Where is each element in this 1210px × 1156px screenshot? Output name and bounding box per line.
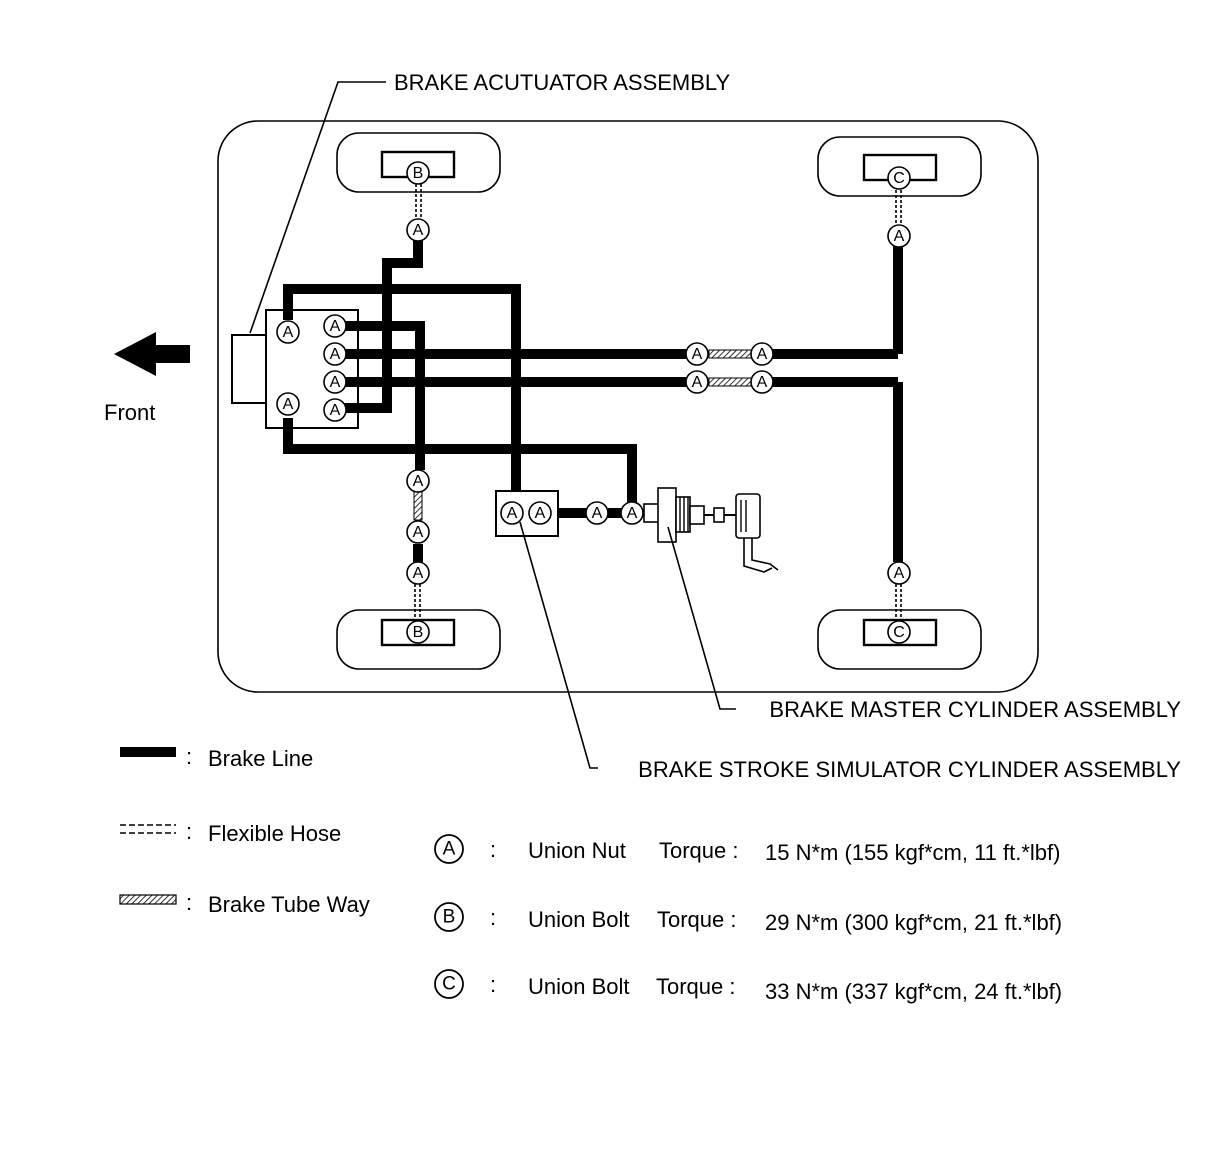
marker-a-icon: A (276, 392, 300, 416)
svg-text:A: A (413, 473, 424, 490)
brake-master-cylinder (643, 487, 736, 543)
marker-a-icon: A (685, 342, 709, 366)
svg-text:A: A (894, 565, 905, 582)
label-brake-stroke-simulator-cylinder-assembly: BRAKE STROKE SIMULATOR CYLINDER ASSEMBLY (638, 757, 1181, 782)
torque-mark: C (442, 974, 456, 995)
torque-fastener-type: Union Nut (528, 838, 626, 863)
marker-c-icon: C (887, 620, 911, 644)
marker-b-icon (434, 902, 464, 932)
label-brake-actuator-assembly: BRAKE ACUTUATOR ASSEMBLY (394, 70, 731, 95)
marker-a-icon: A (500, 501, 524, 525)
svg-text:A: A (757, 374, 768, 391)
legend-item-brake-tube-way: : Brake Tube Way (119, 890, 370, 917)
marker-a-icon (434, 834, 464, 864)
svg-text:A: A (330, 318, 341, 335)
marker-a-icon: A (750, 370, 774, 394)
torque-value: 29 N*m (300 kgf*cm, 21 ft.*lbf) (765, 910, 1062, 935)
marker-a-icon: A (406, 218, 430, 242)
svg-text:C: C (893, 170, 905, 187)
torque-row-b: B : Union Bolt Torque : 29 N*m (300 kgf*… (434, 902, 1062, 935)
svg-text:A: A (413, 524, 424, 541)
torque-label: Torque : (656, 974, 736, 999)
marker-b-icon: B (406, 620, 430, 644)
brake-pedal (735, 493, 779, 573)
marker-a-icon: A (406, 561, 430, 585)
svg-text:C: C (893, 624, 905, 641)
front-label: Front (104, 400, 155, 425)
svg-text:A: A (692, 374, 703, 391)
legend-label: Brake Line (208, 746, 313, 771)
torque-separator: : (490, 905, 496, 930)
legend-item-brake-line: : Brake Line (120, 744, 313, 771)
brake-tube-way-symbol (119, 894, 177, 905)
svg-text:A: A (894, 228, 905, 245)
svg-text:B: B (413, 165, 424, 182)
legend: : Brake Line : Flexible Hose : Brake Tub… (119, 744, 370, 917)
marker-a-icon: A (887, 224, 911, 248)
brake-lines (283, 240, 903, 562)
legend-label: Flexible Hose (208, 821, 341, 846)
torque-separator: : (490, 972, 496, 997)
legend-separator: : (186, 890, 192, 915)
leader-lines (249, 81, 736, 769)
label-brake-master-cylinder-assembly: BRAKE MASTER CYLINDER ASSEMBLY (769, 697, 1181, 722)
svg-text:A: A (535, 505, 546, 522)
torque-table: A : Union Nut Torque : 15 N*m (155 kgf*c… (434, 834, 1062, 1004)
marker-a-icon: A (406, 520, 430, 544)
torque-separator: : (490, 837, 496, 862)
marker-a-icon: A (406, 469, 430, 493)
svg-text:A: A (283, 324, 294, 341)
marker-a-icon: A (585, 501, 609, 525)
svg-text:A: A (413, 565, 424, 582)
svg-text:A: A (692, 346, 703, 363)
svg-text:A: A (627, 505, 638, 522)
brake-line-symbol (120, 747, 176, 757)
legend-separator: : (186, 744, 192, 769)
marker-b-icon: B (406, 161, 430, 185)
front-arrow-icon (114, 332, 190, 376)
marker-c-icon: C (887, 166, 911, 190)
torque-fastener-type: Union Bolt (528, 974, 630, 999)
torque-value: 15 N*m (155 kgf*cm, 11 ft.*lbf) (765, 840, 1061, 865)
marker-a-icon: A (276, 320, 300, 344)
marker-c-icon (434, 969, 464, 999)
svg-text:A: A (507, 505, 518, 522)
torque-label: Torque : (659, 838, 739, 863)
torque-mark: B (443, 907, 456, 928)
marker-a-icon: A (323, 342, 347, 366)
flexible-hoses (414, 184, 902, 622)
svg-text:A: A (413, 222, 424, 239)
marker-a-icon: A (685, 370, 709, 394)
svg-text:A: A (283, 396, 294, 413)
torque-label: Torque : (657, 907, 737, 932)
marker-a-icon: A (323, 398, 347, 422)
svg-text:A: A (330, 346, 341, 363)
legend-separator: : (186, 819, 192, 844)
marker-a-icon: A (323, 314, 347, 338)
svg-text:B: B (413, 624, 424, 641)
marker-a-icon: A (620, 501, 644, 525)
vehicle-outline (217, 120, 1039, 693)
flexible-hose-symbol (120, 824, 176, 834)
legend-label: Brake Tube Way (208, 892, 370, 917)
marker-a-icon: A (750, 342, 774, 366)
marker-a-icon: A (528, 501, 552, 525)
torque-row-c: C : Union Bolt Torque : 33 N*m (337 kgf*… (434, 969, 1062, 1004)
svg-text:A: A (592, 505, 603, 522)
torque-mark: A (443, 839, 456, 860)
torque-row-a: A : Union Nut Torque : 15 N*m (155 kgf*c… (434, 834, 1061, 865)
svg-text:A: A (757, 346, 768, 363)
marker-a-icon: A (323, 370, 347, 394)
svg-text:A: A (330, 402, 341, 419)
svg-text:A: A (330, 374, 341, 391)
legend-item-flexible-hose: : Flexible Hose (120, 819, 341, 846)
marker-a-icon: A (887, 561, 911, 585)
torque-fastener-type: Union Bolt (528, 907, 630, 932)
torque-value: 33 N*m (337 kgf*cm, 24 ft.*lbf) (765, 979, 1062, 1004)
